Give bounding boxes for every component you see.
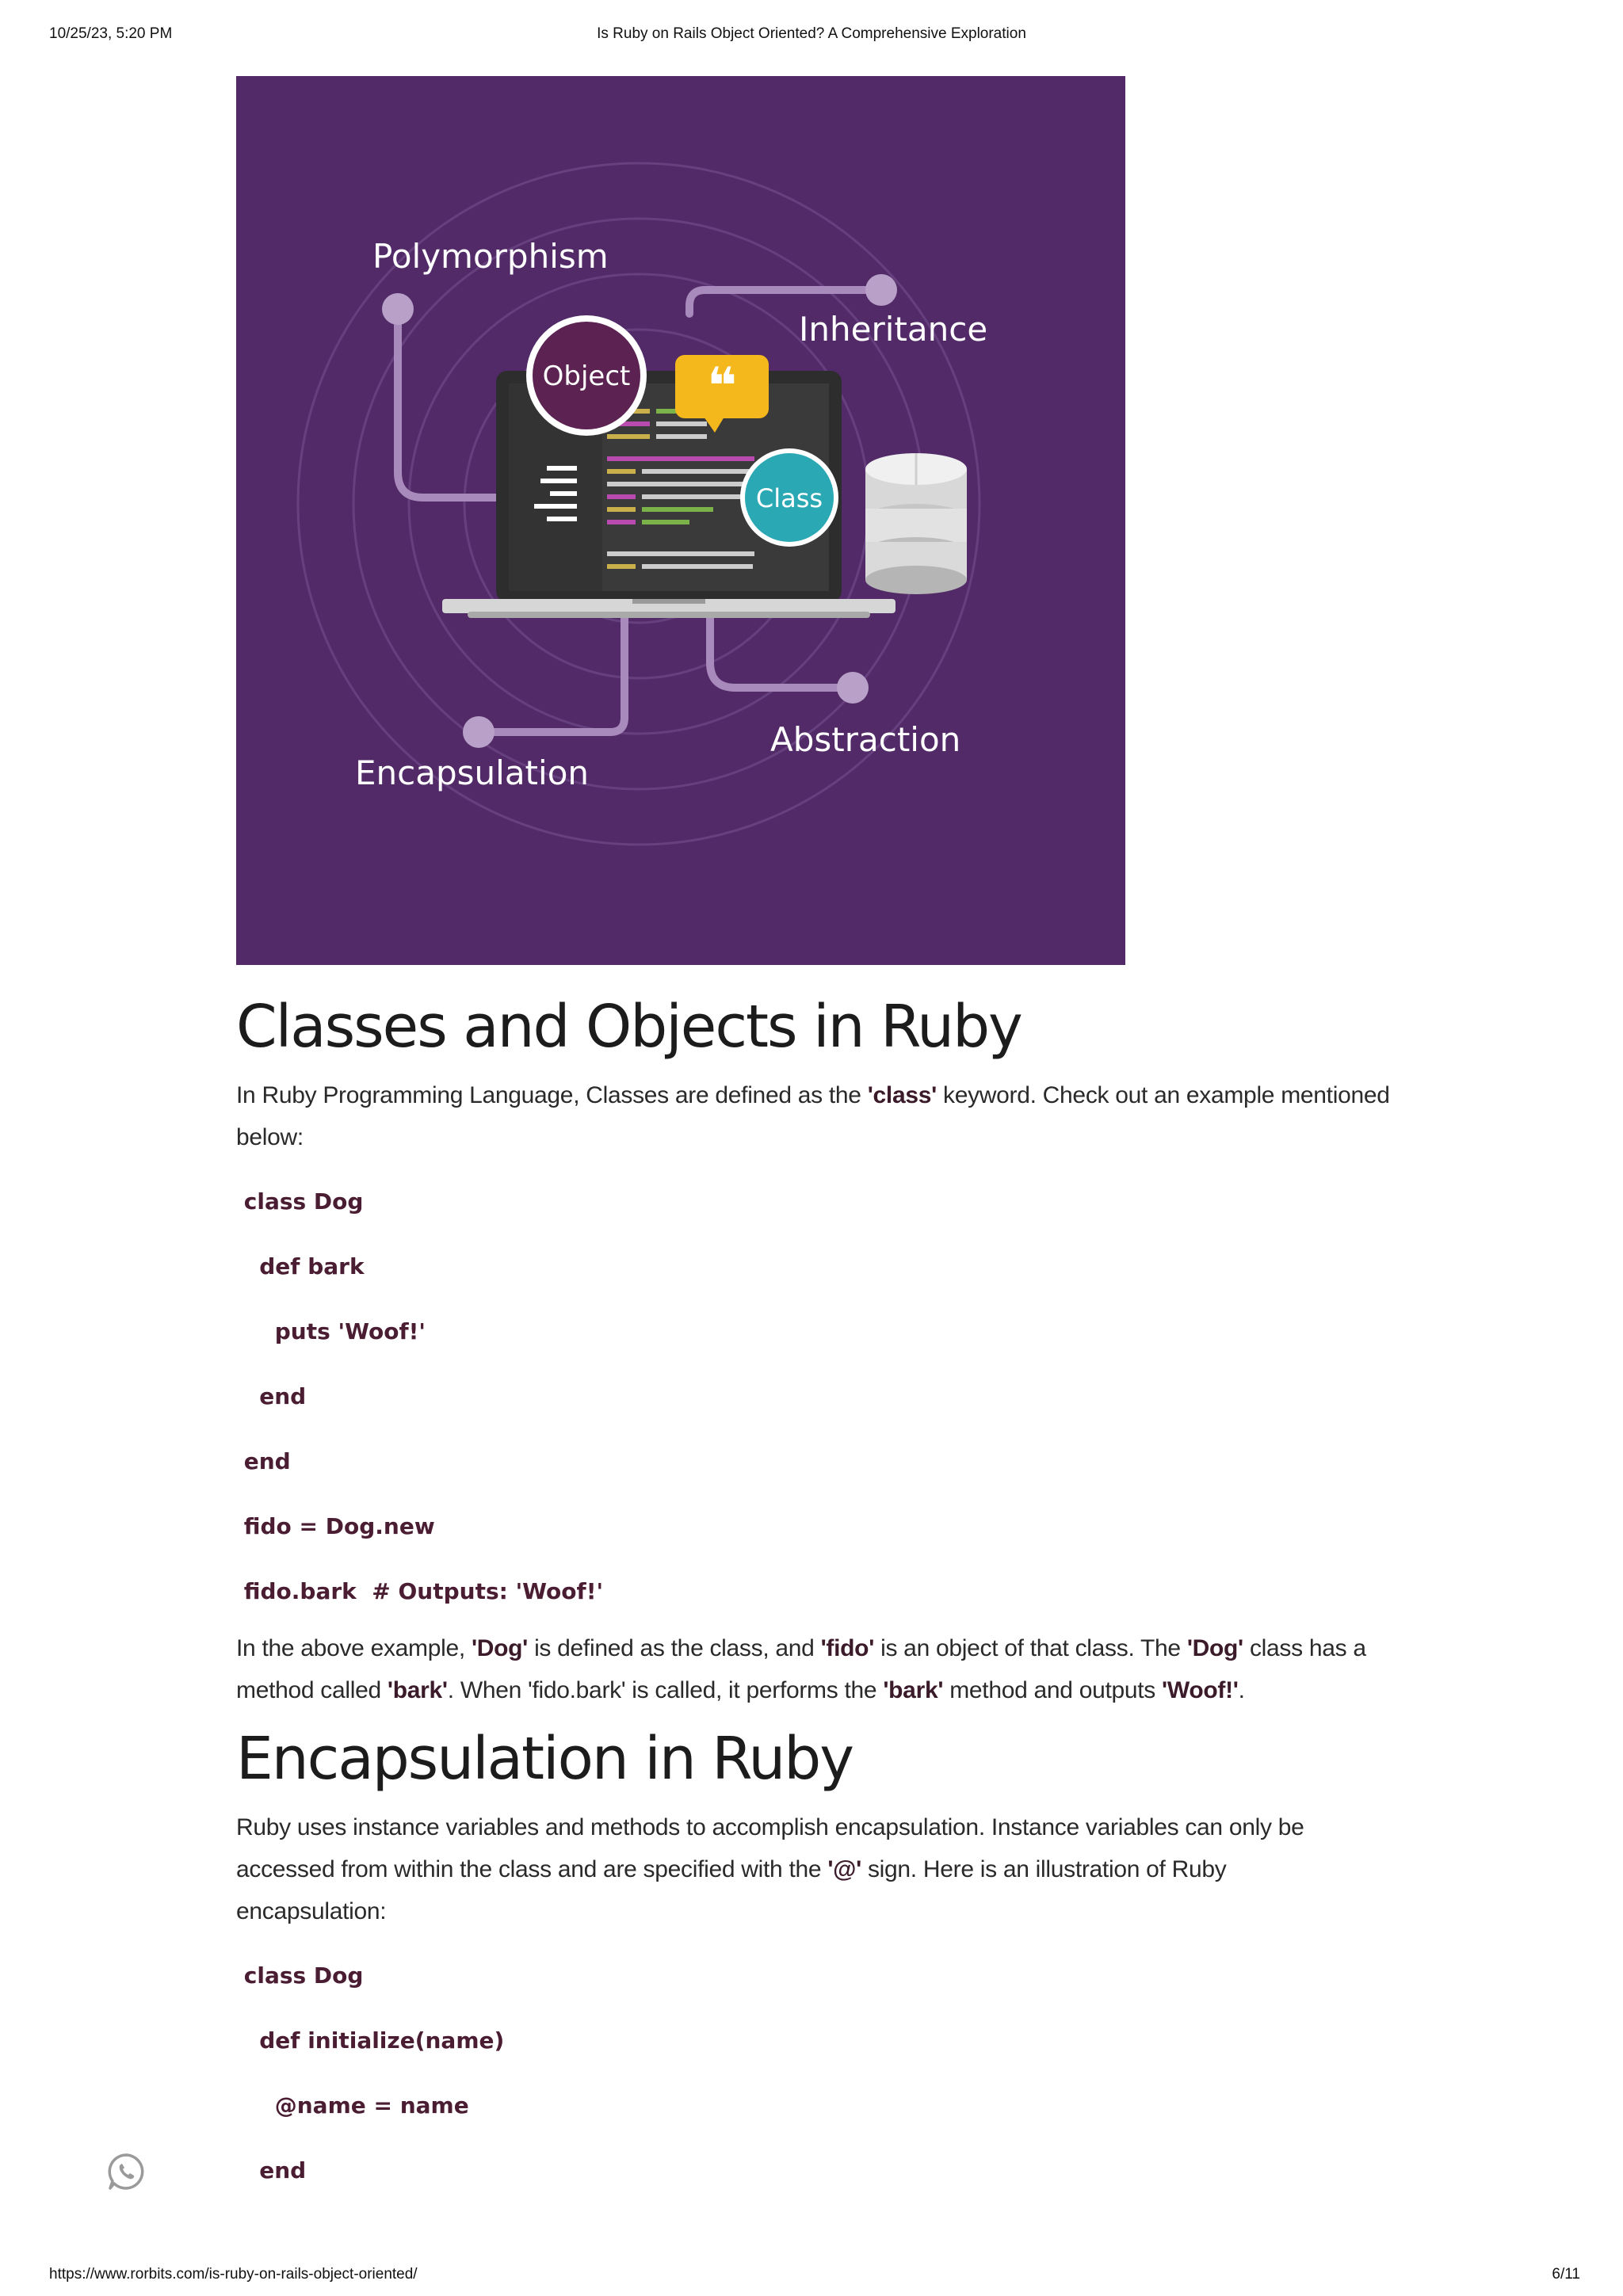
class-circle: Class [740,448,838,547]
classes-explanation-paragraph: In the above example, 'Dog' is defined a… [236,1635,1366,1703]
svg-text:❝: ❝ [707,357,737,416]
print-date: 10/25/23, 5:20 PM [49,25,173,42]
svg-text:Object: Object [543,360,631,392]
whatsapp-icon[interactable] [106,2152,146,2191]
article-content: Classes and Objects in Ruby In Ruby Prog… [236,982,1401,2203]
code-line: end [236,1448,291,1474]
code-line: end [236,1383,307,1409]
connector-lines [394,286,885,736]
heading-classes-objects: Classes and Objects in Ruby [236,993,1023,1061]
quote-bubble-icon: ❝ [675,355,769,433]
classes-intro-paragraph: In Ruby Programming Language, Classes ar… [236,1082,1390,1150]
object-circle: Object [526,315,647,436]
code-block-dog-class: class Dog def bark puts 'Woof!' end end … [236,1169,1401,1624]
code-line: end [236,2157,307,2183]
print-url: https://www.rorbits.com/is-ruby-on-rails… [49,2266,418,2283]
code-line: class Dog [236,1188,364,1215]
print-header: 10/25/23, 5:20 PM Is Ruby on Rails Objec… [0,25,1623,49]
svg-text:Class: Class [756,483,823,513]
print-page-number: 6/11 [1552,2266,1580,2283]
code-line: def bark [236,1253,365,1280]
code-line: def initialize(name) [236,2027,505,2054]
label-encapsulation: Encapsulation [355,753,589,792]
database-icon [865,453,967,594]
label-polymorphism: Polymorphism [372,237,609,276]
oop-concepts-illustration: Object ❝ Class Polymorphism Inhe [236,76,1125,965]
label-abstraction: Abstraction [770,720,960,759]
code-line: fido.bark # Outputs: 'Woof!' [236,1578,604,1604]
code-line: class Dog [236,1962,364,1989]
heading-encapsulation: Encapsulation in Ruby [236,1725,854,1793]
code-line: fido = Dog.new [236,1513,435,1539]
code-block-encapsulation: class Dog def initialize(name) @name = n… [236,1943,1401,2203]
connector-dots [382,274,897,748]
code-line: @name = name [236,2092,469,2119]
label-inheritance: Inheritance [799,310,987,349]
print-footer: https://www.rorbits.com/is-ruby-on-rails… [0,2266,1623,2290]
code-line: puts 'Woof!' [236,1318,426,1344]
encapsulation-intro-paragraph: Ruby uses instance variables and methods… [236,1814,1304,1924]
print-page-title: Is Ruby on Rails Object Oriented? A Comp… [597,25,1026,42]
